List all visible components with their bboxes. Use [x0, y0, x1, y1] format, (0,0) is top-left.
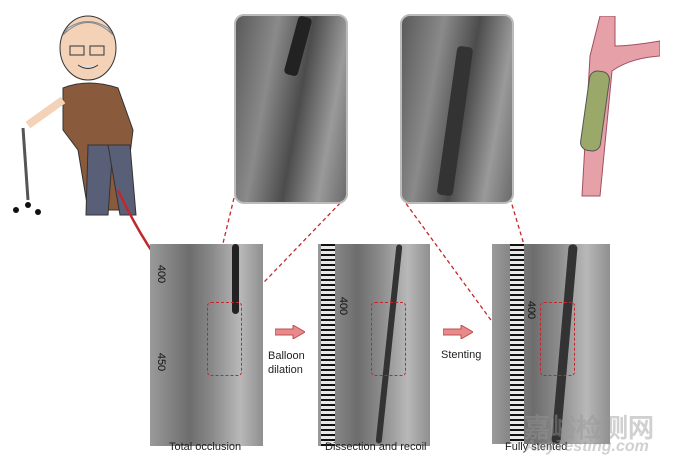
lesion-highlight-box [207, 302, 242, 376]
angiogram-fully-stented: 400 [492, 244, 610, 444]
zoomed-occlusion-image [234, 14, 348, 204]
step-label: Total occlusion [169, 441, 242, 453]
transition-label-stenting: Stenting [441, 349, 482, 361]
elderly-patient-illustration [13, 15, 137, 216]
lesion-highlight-box [371, 302, 406, 376]
transition-label-balloon: Balloon dilation [268, 349, 305, 377]
right-arrow-icon [443, 325, 473, 339]
stent-in-artery-illustration [580, 16, 660, 197]
label-line: dilation [268, 364, 303, 376]
watermark-cn: 嘉峪检测网 [524, 413, 655, 443]
zoomed-stented-image [400, 14, 514, 204]
label-line: Balloon [268, 350, 305, 362]
right-arrow-icon [275, 325, 305, 339]
step-label: Dissection and recoil [325, 441, 427, 453]
lesion-highlight-box [540, 302, 575, 376]
angiogram-total-occlusion: 400 450 [150, 244, 263, 446]
watermark-en: AnyTesting.com [525, 438, 649, 455]
angiogram-dissection: 400 [318, 244, 430, 446]
step-label: Fully stented [505, 441, 568, 453]
